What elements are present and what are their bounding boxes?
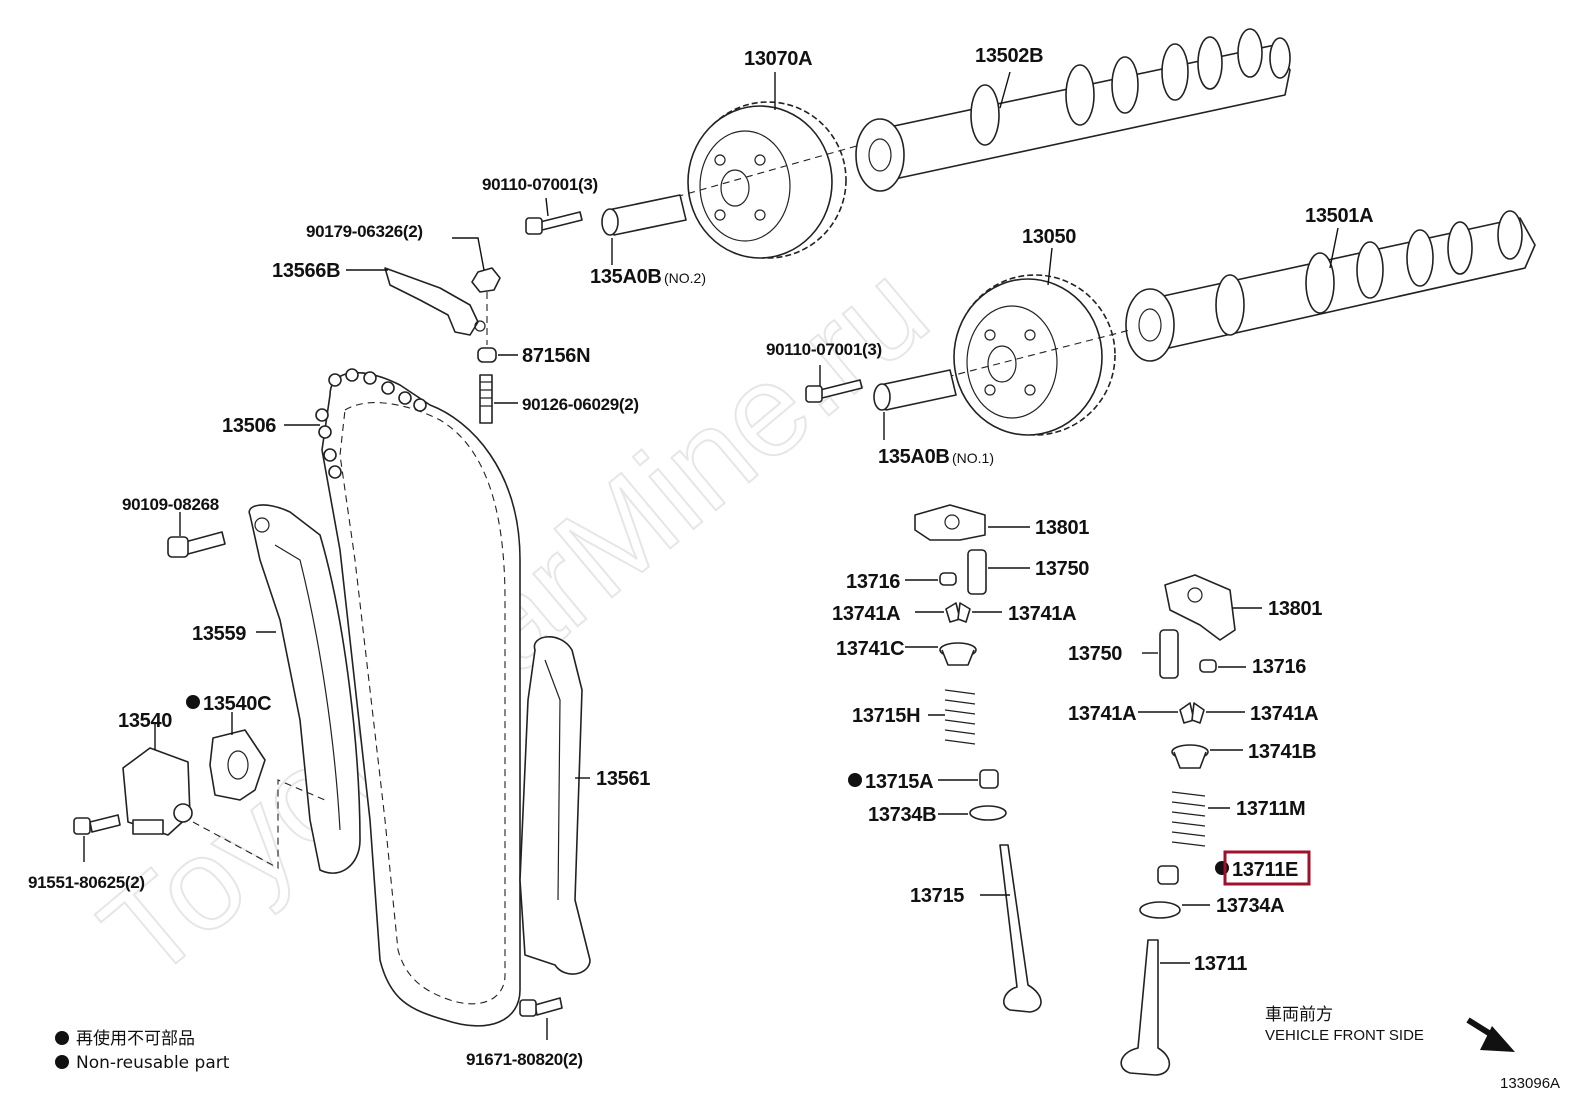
label-13741b[interactable]: 13741B bbox=[1248, 741, 1317, 763]
label-13540c[interactable]: 13540C bbox=[203, 693, 272, 715]
label-135a0b-no2-suffix: (NO.2) bbox=[664, 270, 706, 286]
valve-stem-oil-seal-13711e[interactable] bbox=[1157, 865, 1179, 885]
label-13716-a[interactable]: 13716 bbox=[846, 571, 901, 593]
legend-jp: 再使用不可部品 bbox=[76, 1028, 195, 1049]
label-90109-08268[interactable]: 90109-08268 bbox=[122, 495, 219, 514]
spring-retainer-13741c[interactable] bbox=[939, 642, 977, 666]
label-13502b[interactable]: 13502B bbox=[975, 45, 1044, 67]
label-13711[interactable]: 13711 bbox=[1194, 953, 1247, 975]
bolt-90110-a[interactable] bbox=[525, 211, 583, 235]
label-13070a[interactable]: 13070A bbox=[744, 48, 813, 70]
label-90179-06326[interactable]: 90179-06326(2) bbox=[306, 222, 423, 241]
label-13715a[interactable]: 13715A bbox=[865, 771, 934, 793]
lash-adjuster-13750b[interactable] bbox=[1159, 629, 1179, 679]
gasket-13540c[interactable] bbox=[209, 729, 266, 801]
camshaft-13502b[interactable] bbox=[855, 28, 1291, 192]
valve-keepers-b[interactable] bbox=[1179, 702, 1205, 724]
label-13734a[interactable]: 13734A bbox=[1216, 895, 1285, 917]
cam-timing-gear-13050[interactable] bbox=[953, 274, 1116, 436]
label-13711m[interactable]: 13711M bbox=[1236, 798, 1306, 820]
label-13050[interactable]: 13050 bbox=[1022, 226, 1077, 248]
label-13741a-3[interactable]: 13741A bbox=[1068, 703, 1137, 725]
label-135a0b-no1[interactable]: 135A0B bbox=[878, 446, 950, 468]
chain-tensioner-13540[interactable] bbox=[122, 747, 193, 836]
legend-dot bbox=[55, 1055, 69, 1069]
oil-control-valve-no2[interactable] bbox=[601, 194, 687, 236]
label-13561[interactable]: 13561 bbox=[596, 768, 651, 790]
non-reusable-marker bbox=[848, 773, 862, 787]
label-13506[interactable]: 13506 bbox=[222, 415, 277, 437]
valve-stem-end-cap-13716b[interactable] bbox=[1199, 659, 1217, 673]
spring-retainer-13741b[interactable] bbox=[1171, 744, 1209, 769]
bolt-91551[interactable] bbox=[73, 814, 121, 835]
oil-control-valve-no1[interactable] bbox=[873, 369, 957, 411]
timing-chain-13506[interactable] bbox=[315, 368, 521, 1027]
valve-spring-13711m[interactable] bbox=[1171, 791, 1206, 847]
valve-spring-seat-13734b[interactable] bbox=[969, 805, 1007, 821]
legend-dot bbox=[55, 1031, 69, 1045]
label-13801-b[interactable]: 13801 bbox=[1268, 598, 1323, 620]
valve-stem-oil-seal-13715a[interactable] bbox=[979, 769, 999, 789]
label-13750-a[interactable]: 13750 bbox=[1035, 558, 1090, 580]
rocker-arm-13801b[interactable] bbox=[1164, 574, 1236, 641]
label-13741a-2[interactable]: 13741A bbox=[1008, 603, 1077, 625]
exhaust-valve-13715[interactable] bbox=[999, 844, 1042, 1013]
non-reusable-marker bbox=[186, 695, 200, 709]
bolt-90109[interactable] bbox=[167, 531, 226, 558]
bolt-90110-b[interactable] bbox=[805, 379, 863, 403]
legend-en: Non-reusable part bbox=[76, 1053, 230, 1073]
label-13715h[interactable]: 13715H bbox=[852, 705, 921, 727]
label-13559[interactable]: 13559 bbox=[192, 623, 247, 645]
lash-adjuster-13750a[interactable] bbox=[967, 549, 987, 595]
highlight-box-13711e bbox=[1223, 850, 1311, 886]
label-135a0b-no2[interactable]: 135A0B bbox=[590, 266, 662, 288]
nut-90179[interactable] bbox=[471, 267, 501, 293]
direction-jp: 車両前方 bbox=[1265, 1005, 1333, 1025]
label-13711e[interactable]: 13711E bbox=[1232, 859, 1298, 881]
label-13801-a[interactable]: 13801 bbox=[1035, 517, 1090, 539]
direction-en: VEHICLE FRONT SIDE bbox=[1265, 1027, 1424, 1044]
intake-valve-13711[interactable] bbox=[1120, 939, 1171, 1076]
label-13741a-1[interactable]: 13741A bbox=[832, 603, 901, 625]
label-13501a[interactable]: 13501A bbox=[1305, 205, 1374, 227]
chain-tensioner-slipper-13559[interactable] bbox=[248, 504, 361, 874]
label-90126-06029[interactable]: 90126-06029(2) bbox=[522, 395, 639, 414]
label-91551-80625[interactable]: 91551-80625(2) bbox=[28, 873, 145, 892]
label-13734b[interactable]: 13734B bbox=[868, 804, 937, 826]
leader-lines bbox=[83, 71, 1339, 1040]
camshaft-13501a[interactable] bbox=[1125, 210, 1536, 362]
label-90110-07001-a[interactable]: 90110-07001(3) bbox=[482, 175, 598, 194]
pin-87156n[interactable] bbox=[477, 347, 497, 363]
label-13566b[interactable]: 13566B bbox=[272, 260, 341, 282]
diagram-code: 133096A bbox=[1500, 1075, 1560, 1092]
valve-stem-end-cap-13716a[interactable] bbox=[939, 572, 957, 586]
non-reusable-marker bbox=[1215, 861, 1229, 875]
label-87156n[interactable]: 87156N bbox=[522, 345, 591, 367]
label-13716-b[interactable]: 13716 bbox=[1252, 656, 1307, 678]
label-13715[interactable]: 13715 bbox=[910, 885, 965, 907]
chain-damper-13561[interactable] bbox=[519, 636, 591, 975]
valve-spring-13715h[interactable] bbox=[944, 689, 976, 745]
valve-keepers-a[interactable] bbox=[945, 602, 971, 623]
label-90110-07001-b[interactable]: 90110-07001(3) bbox=[766, 340, 882, 359]
label-13741a-4[interactable]: 13741A bbox=[1250, 703, 1319, 725]
label-13741c[interactable]: 13741C bbox=[836, 638, 905, 660]
rocker-arm-13801a[interactable] bbox=[914, 504, 986, 541]
bolt-91671[interactable] bbox=[519, 997, 563, 1017]
valve-spring-seat-13734a[interactable] bbox=[1139, 901, 1181, 919]
stud-90126[interactable] bbox=[479, 374, 493, 424]
chain-guide-bracket-13566b[interactable] bbox=[384, 267, 486, 336]
label-13750-b[interactable]: 13750 bbox=[1068, 643, 1123, 665]
front-direction-arrow-icon bbox=[1466, 1017, 1515, 1052]
label-13540[interactable]: 13540 bbox=[118, 710, 173, 732]
label-91671-80820[interactable]: 91671-80820(2) bbox=[466, 1050, 583, 1069]
cam-timing-gear-13070a[interactable] bbox=[687, 101, 847, 259]
label-135a0b-no1-suffix: (NO.1) bbox=[952, 450, 994, 466]
